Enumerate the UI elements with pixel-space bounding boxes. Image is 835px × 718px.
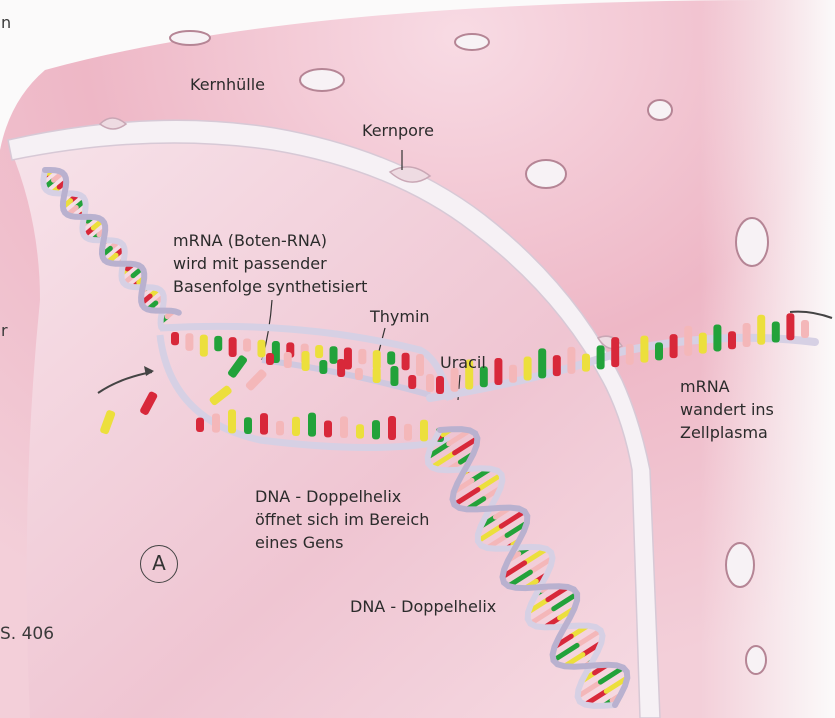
nucleotide-base xyxy=(315,345,323,358)
pore xyxy=(526,160,566,188)
right-fade xyxy=(700,0,835,718)
pore xyxy=(648,100,672,120)
nucleotide-base xyxy=(228,409,236,433)
nucleotide-base xyxy=(538,348,546,378)
nucleotide-base xyxy=(757,315,765,345)
nucleotide-base xyxy=(212,413,220,432)
nucleotide-base xyxy=(214,336,222,351)
nucleotide-base xyxy=(640,336,648,363)
nucleotide-base xyxy=(243,338,251,351)
label-mrna-synth-line2: wird mit passender xyxy=(173,253,327,274)
label-mrna-synth-line3: Basenfolge synthetisiert xyxy=(173,276,367,297)
nucleotide-base xyxy=(553,355,561,376)
nucleotide-base xyxy=(200,335,208,357)
nucleotide-base xyxy=(494,358,502,385)
nucleotide-base xyxy=(373,350,381,370)
nucleotide-base xyxy=(390,366,398,386)
pore xyxy=(300,69,344,91)
nucleotide-base xyxy=(284,352,292,368)
nucleotide-base xyxy=(344,348,352,370)
nucleotide-base xyxy=(244,417,252,434)
pore xyxy=(170,31,210,45)
nucleotide-base xyxy=(655,342,663,360)
nucleotide-base xyxy=(743,323,751,347)
nucleotide-base xyxy=(699,333,707,354)
label-dna-open-line3: eines Gens xyxy=(255,532,343,553)
nucleotide-base xyxy=(358,349,366,364)
nucleotide-base xyxy=(786,313,794,340)
label-uracil: Uracil xyxy=(440,352,486,373)
nucleotide-base xyxy=(567,347,575,374)
nucleotide-base xyxy=(670,334,678,358)
nucleotide-base xyxy=(185,333,193,351)
nucleotide-base xyxy=(404,424,412,441)
page-reference: S. 406 xyxy=(0,624,54,645)
margin-fragment: n xyxy=(1,12,11,33)
nucleotide-base xyxy=(276,421,284,435)
label-dna-helix: DNA - Doppelhelix xyxy=(350,596,496,617)
label-kernpore: Kernpore xyxy=(362,120,434,141)
pore xyxy=(736,218,768,266)
nucleotide-base xyxy=(355,368,363,380)
nucleotide-base xyxy=(387,351,395,364)
label-kernhuelle: Kernhülle xyxy=(190,74,265,95)
nucleotide-base xyxy=(292,417,300,436)
nucleotide-base xyxy=(524,357,532,381)
nucleotide-base xyxy=(372,420,380,439)
nucleotide-base xyxy=(402,353,410,371)
nucleotide-base xyxy=(420,420,428,442)
nucleotide-base xyxy=(611,337,619,367)
nucleotide-base xyxy=(801,320,809,338)
nucleotide-base xyxy=(626,344,634,365)
nucleotide-base xyxy=(356,424,364,438)
nucleotide-base xyxy=(319,360,327,374)
nucleotide-base xyxy=(582,354,590,372)
label-dna-open-line1: DNA - Doppelhelix xyxy=(255,486,401,507)
margin-fragment: r xyxy=(1,320,8,341)
nucleotide-base xyxy=(337,359,345,377)
nucleotide-base xyxy=(426,374,434,392)
nucleotide-base xyxy=(684,326,692,356)
nucleotide-base xyxy=(388,416,396,440)
nucleotide-base xyxy=(302,351,310,371)
nucleotide-base xyxy=(330,346,338,364)
nucleotide-base xyxy=(436,376,444,394)
label-dna-open-line2: öffnet sich im Bereich xyxy=(255,509,429,530)
pore xyxy=(455,34,489,50)
label-mrna-wandert-line1: mRNA xyxy=(680,376,730,397)
label-mrna-wandert-line3: Zellplasma xyxy=(680,422,768,443)
nucleotide-base xyxy=(597,345,605,369)
nucleotide-base xyxy=(713,324,721,351)
label-mrna-wandert-line2: wandert ins xyxy=(680,399,774,420)
nucleotide-base xyxy=(324,421,332,438)
nucleotide-base xyxy=(728,331,736,349)
nucleotide-base xyxy=(373,367,381,383)
nucleotide-base xyxy=(266,353,274,365)
nucleotide-base xyxy=(509,365,517,383)
pore xyxy=(746,646,766,674)
nucleotide-base xyxy=(196,418,204,432)
pore xyxy=(726,543,754,587)
nucleotide-base xyxy=(308,413,316,437)
nucleotide-base xyxy=(257,340,265,358)
nucleotide-base xyxy=(772,321,780,342)
nucleotide-base xyxy=(408,375,416,389)
label-mrna-synth-line1: mRNA (Boten-RNA) xyxy=(173,230,327,251)
panel-label-a: A xyxy=(140,545,178,583)
nucleotide-base xyxy=(171,332,179,345)
nucleotide-base xyxy=(416,354,424,376)
nucleotide-base xyxy=(229,337,237,357)
nucleotide-base xyxy=(340,416,348,438)
label-thymin: Thymin xyxy=(370,306,430,327)
nucleotide-base xyxy=(260,413,268,435)
